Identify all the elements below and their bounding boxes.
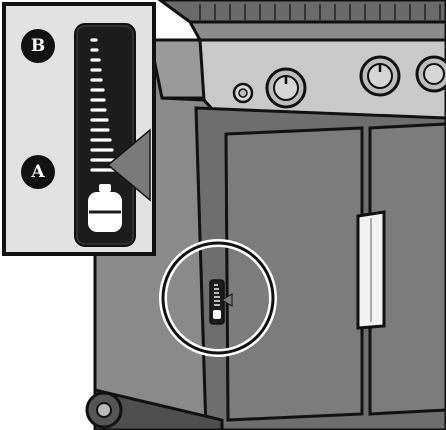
- cabinet-door-left: [226, 128, 362, 420]
- marker-b-label: B: [31, 36, 45, 56]
- caster-wheel-icon: [87, 393, 121, 427]
- burner-knob-3: [417, 57, 446, 91]
- grill-grate: [160, 0, 446, 22]
- control-panel: [200, 40, 446, 118]
- burner-knob-2: [361, 57, 399, 95]
- grill-lid-band: [190, 22, 446, 40]
- burner-knob-1: [267, 69, 305, 107]
- marker-a: A: [21, 155, 55, 189]
- zoom-callout: B A: [4, 4, 154, 254]
- marker-a-label: A: [30, 162, 45, 182]
- ignition-button: [234, 84, 252, 102]
- marker-b: B: [21, 29, 55, 63]
